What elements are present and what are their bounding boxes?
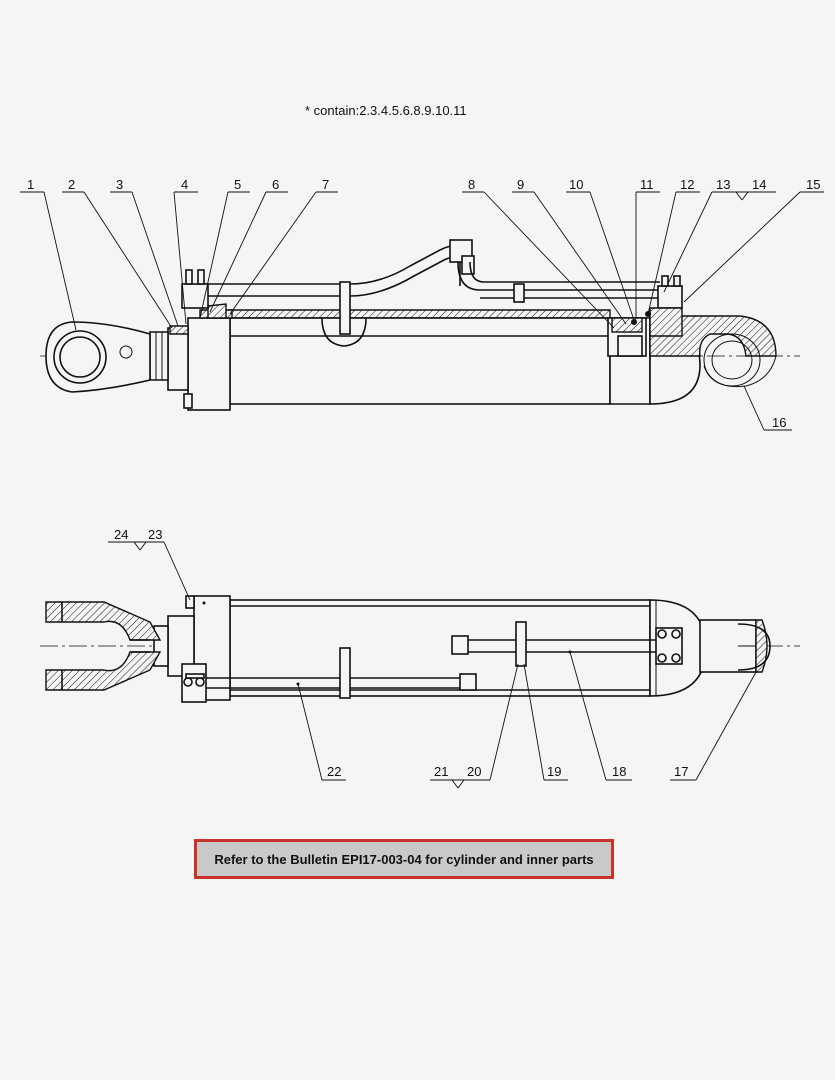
callout-11: 11 — [640, 177, 654, 192]
callout-12: 12 — [680, 177, 694, 192]
callout-22: 22 — [327, 764, 341, 779]
bottom-leader-lines — [108, 541, 757, 789]
callout-13: 13 — [716, 177, 730, 192]
callout-9: 9 — [517, 177, 524, 192]
contents-note: * contain:2.3.4.5.6.8.9.10.11 — [305, 103, 467, 118]
callout-6: 6 — [272, 177, 279, 192]
callout-18: 18 — [612, 764, 626, 779]
callout-8: 8 — [468, 177, 475, 192]
callout-21: 21 — [434, 764, 448, 779]
callout-23: 23 — [148, 527, 162, 542]
callout-1: 1 — [27, 177, 34, 192]
callout-24: 24 — [114, 527, 128, 542]
callout-15: 15 — [806, 177, 820, 192]
top-callout-labels: 1 2 3 4 5 6 7 8 9 10 11 12 13 14 15 16 — [27, 177, 820, 430]
callout-7: 7 — [322, 177, 329, 192]
callout-10: 10 — [569, 177, 583, 192]
top-leader-lines — [20, 191, 824, 431]
bottom-cylinder-assembly — [40, 595, 800, 703]
callout-20: 20 — [467, 764, 481, 779]
callout-3: 3 — [116, 177, 123, 192]
callout-4: 4 — [181, 177, 188, 192]
reference-text: Refer to the Bulletin EPI17-003-04 for c… — [214, 851, 594, 867]
callout-16: 16 — [772, 415, 786, 430]
reference-notice: Refer to the Bulletin EPI17-003-04 for c… — [194, 839, 614, 879]
top-cylinder-assembly — [40, 239, 800, 411]
bottom-callout-labels: 24 23 22 21 20 19 18 17 — [114, 527, 688, 779]
callout-14: 14 — [752, 177, 766, 192]
callout-5: 5 — [234, 177, 241, 192]
callout-2: 2 — [68, 177, 75, 192]
callout-19: 19 — [547, 764, 561, 779]
callout-17: 17 — [674, 764, 688, 779]
